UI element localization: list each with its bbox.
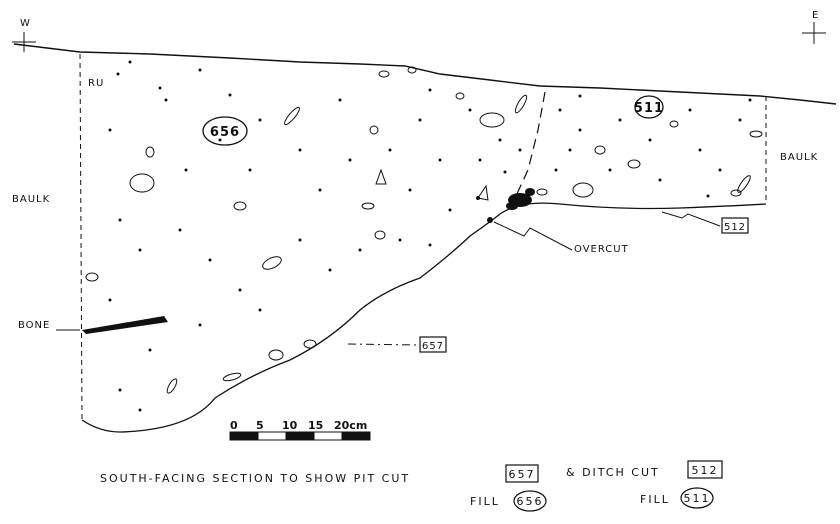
ground-surface-line [13, 43, 837, 105]
caption-cut1-box [505, 464, 539, 483]
cut-657-label: 657 [422, 341, 444, 352]
caption-fill1: 656 [517, 495, 544, 508]
caption-fill1-outline [513, 490, 547, 512]
fill-656-outline [202, 116, 248, 146]
caption-line1: SOUTH-FACING SECTION TO SHOW PIT CUT [100, 472, 410, 485]
left-section-edge [79, 53, 83, 421]
scale-seg-2 [257, 431, 287, 441]
scale-bar [229, 431, 371, 441]
small-inclusion-dots [108, 60, 752, 412]
east-label: E [812, 10, 819, 21]
scale-tick-0: 0 [230, 419, 238, 432]
overcut-leader [493, 221, 573, 251]
cut-512-box [721, 217, 749, 234]
scale-seg-3 [285, 431, 315, 441]
cut-512-leader [661, 211, 721, 227]
scale-seg-1 [229, 431, 259, 441]
inclusions [85, 66, 763, 394]
baulk-right-label: BAULK [780, 152, 818, 163]
fill-656-label: 656 [210, 125, 240, 140]
scale-tick-15: 15 [308, 419, 323, 432]
fill-511-outline [634, 95, 664, 119]
west-label: W [20, 18, 31, 29]
bone-label: BONE [18, 320, 50, 331]
scale-tick-10: 10 [282, 419, 298, 432]
scale-tick-20cm: 20cm [334, 419, 367, 432]
caption-fill-label-1: FILL [470, 495, 500, 508]
bone-feature [82, 316, 168, 334]
scale-tick-5: 5 [256, 419, 264, 432]
overcut-cluster [476, 188, 535, 223]
overcut-label: OVERCUT [574, 244, 629, 255]
fill-511-label: 511 [634, 101, 664, 116]
caption-and-ditch: & DITCH CUT [566, 466, 660, 479]
caption-cut1: 657 [509, 468, 536, 481]
baulk-left-label: BAULK [12, 194, 50, 205]
caption-fill2: 511 [684, 492, 711, 505]
ditch-cut-512-line [499, 202, 767, 215]
east-compass-marker [802, 22, 826, 44]
fill-interface-dashed [514, 91, 546, 199]
pit-cut-657-line [81, 213, 501, 433]
caption-cut2: 512 [692, 464, 719, 477]
cut-512-label: 512 [724, 222, 746, 233]
west-compass-marker [12, 32, 36, 52]
caption-fill2-outline [680, 487, 714, 509]
scale-seg-4 [313, 431, 343, 441]
scale-seg-5 [341, 431, 371, 441]
corner-mark-label: RU [88, 78, 104, 89]
cut-657-box [419, 336, 447, 353]
caption-cut2-box [687, 460, 723, 479]
cut-657-leader [347, 343, 419, 346]
caption-fill-label-2: FILL [640, 493, 670, 506]
